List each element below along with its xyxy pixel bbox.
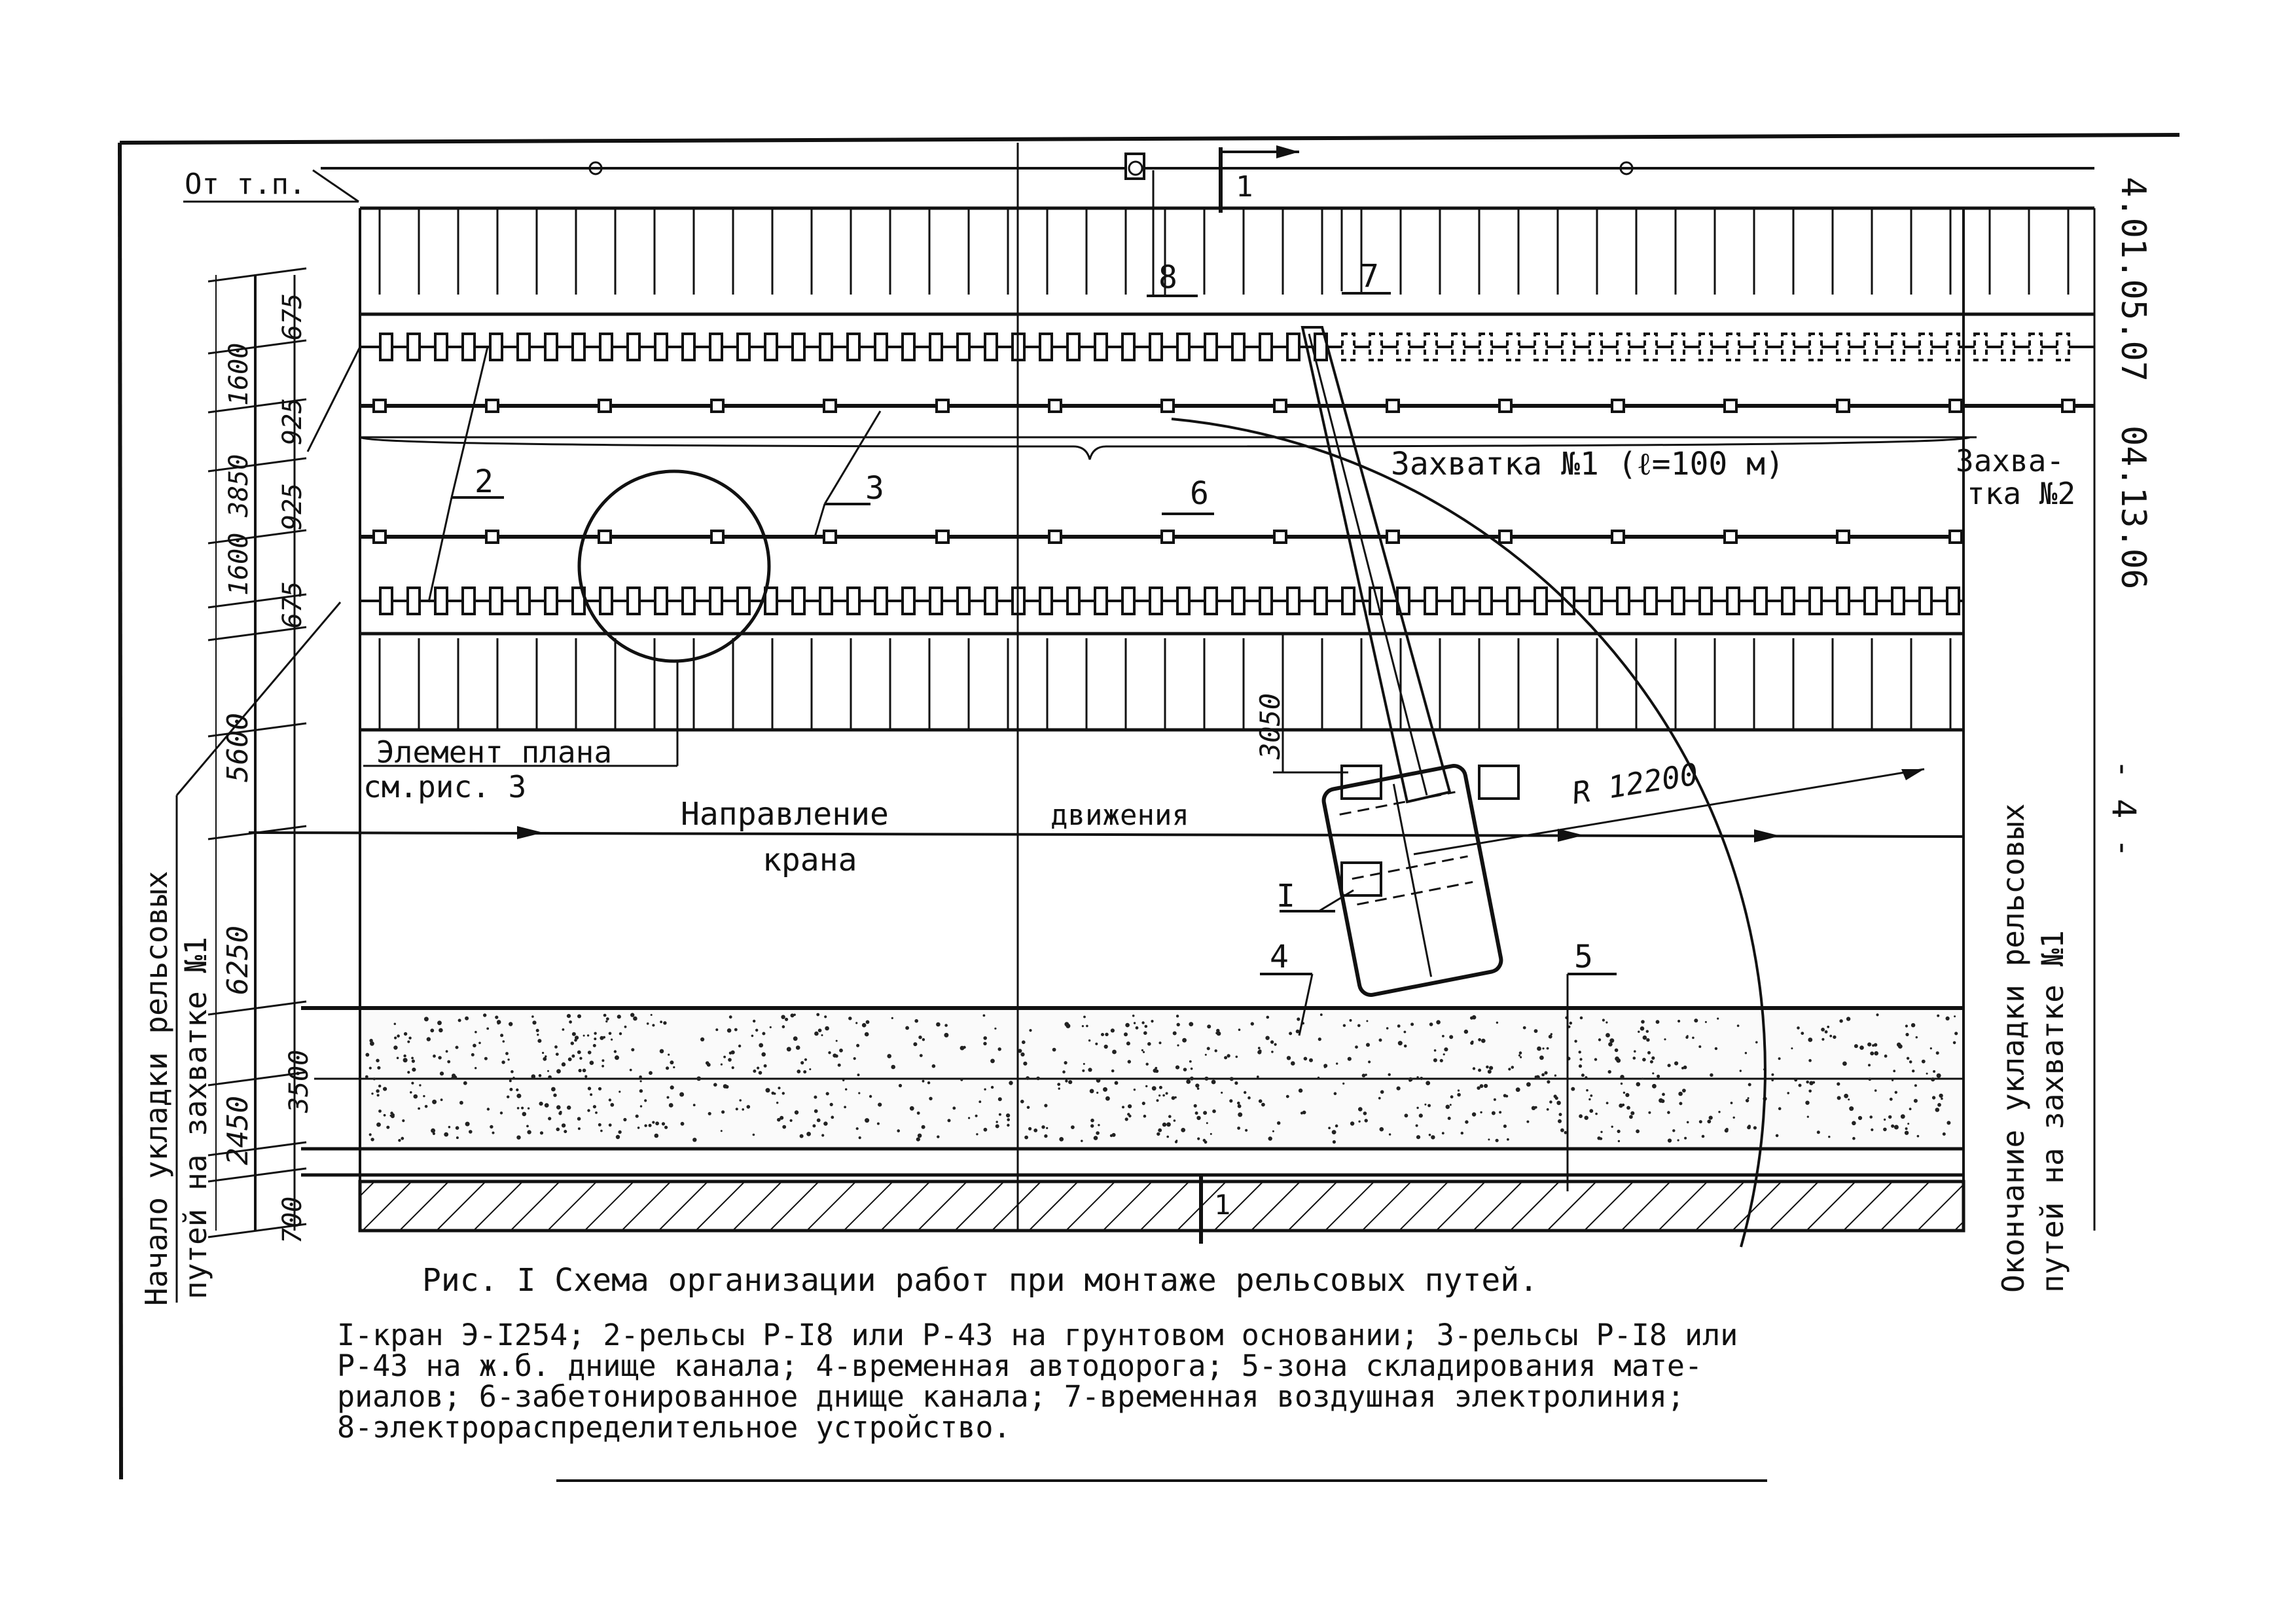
- grip-boundaries: [359, 143, 2096, 1231]
- from-substation-label: От т.п.: [185, 168, 306, 201]
- section-callout-top: 1: [1236, 170, 1253, 204]
- plan-element-label-1: Элемент плана: [376, 734, 612, 770]
- plan-element-leader: [363, 661, 679, 767]
- dimension-3050: [1273, 634, 1348, 774]
- dim-675-top: 675: [278, 293, 308, 340]
- start-label-1: Начало укладки рельсовых: [139, 871, 174, 1306]
- dim-925-top: 925: [278, 398, 308, 445]
- callout-4: 4: [1270, 939, 1289, 975]
- grip-1-brace: [359, 436, 1971, 460]
- dim-700: 700: [278, 1197, 308, 1244]
- end-label-1: Окончание укладки рельсовых: [1996, 803, 2031, 1293]
- callout-7: 7: [1360, 258, 1379, 295]
- dim-6250: 6250: [221, 926, 255, 995]
- rail-track-row-2: [360, 399, 2094, 413]
- legend-line-2: Р-43 на ж.б. днище канала; 4-временная а…: [337, 1348, 1702, 1383]
- callout-3: 3: [865, 470, 884, 507]
- rail-track-row-3: [360, 530, 1964, 544]
- dim-925-bottom: 925: [278, 483, 308, 530]
- grip-2-label-1: Захва-: [1956, 443, 2064, 478]
- direction-label-2: движения: [1050, 799, 1189, 832]
- callout-leaders: [427, 170, 1617, 1191]
- page-number: - 4 -: [2105, 759, 2143, 858]
- grip-2-label-2: тка №2: [1967, 476, 2075, 511]
- dim-2450: 2450: [221, 1096, 255, 1165]
- crane-path: [248, 826, 1964, 842]
- grip-1-label: Захватка №1 (ℓ=100 м): [1391, 446, 1784, 482]
- lower-embankment: [360, 632, 1964, 732]
- direction-label-1: Направление: [681, 796, 889, 833]
- dim-1600-top: 1600: [224, 343, 254, 406]
- crane: [1300, 326, 1520, 997]
- dimension-3050-label: 3050: [1254, 693, 1286, 760]
- storage-zone: [358, 1180, 1965, 1233]
- temporary-road: [301, 1006, 1964, 1177]
- rail-track-row-4: [360, 586, 1964, 615]
- start-label-2: путей на захватке №1: [178, 937, 213, 1299]
- legend-line-3: риалов; 6-забетонированное днище канала;…: [337, 1379, 1685, 1414]
- callout-crane: I: [1276, 878, 1295, 914]
- left-dimension-chain: [175, 267, 361, 1238]
- upper-embankment: [360, 206, 2094, 316]
- dim-5600: 5600: [221, 713, 255, 782]
- crane-radius-arc: [1171, 418, 1767, 1248]
- end-label-2: путей на захватке №1: [2035, 930, 2070, 1293]
- radius-label: R 12200: [1570, 756, 1700, 811]
- legend-line-4: 8-электрораспределительное устройство.: [337, 1410, 1011, 1445]
- callout-5: 5: [1574, 939, 1593, 975]
- dim-3850: 3850: [224, 454, 254, 518]
- doc-code-1: 4.01.05.07: [2113, 177, 2153, 382]
- callout-2: 2: [475, 463, 493, 500]
- dim-1600-bottom: 1600: [224, 533, 254, 596]
- plan-element-label-2: см.рис. 3: [363, 769, 526, 804]
- section-callout-bottom: 1: [1214, 1189, 1230, 1221]
- section-line-bottom: [1199, 1174, 1217, 1244]
- overhead-power-line: [183, 161, 2094, 203]
- callout-6: 6: [1190, 475, 1209, 512]
- rail-track-row-1: [360, 333, 2094, 361]
- radius-dimension: [1413, 768, 1925, 856]
- dim-675-bottom: 675: [278, 581, 308, 628]
- legend-line-1: I-кран Э-I254; 2-рельсы Р-I8 или Р-43 на…: [337, 1318, 1738, 1352]
- doc-code-2: 04.13.06: [2113, 425, 2153, 589]
- drawing-frame: [118, 133, 2180, 1482]
- section-line-top: [1124, 145, 1299, 213]
- figure-caption: Рис. I Схема организации работ при монта…: [422, 1262, 1538, 1299]
- callout-8: 8: [1158, 259, 1177, 296]
- dim-3500: 3500: [284, 1050, 314, 1113]
- direction-label-3: крана: [762, 842, 857, 878]
- plan-element-circle: [577, 469, 771, 663]
